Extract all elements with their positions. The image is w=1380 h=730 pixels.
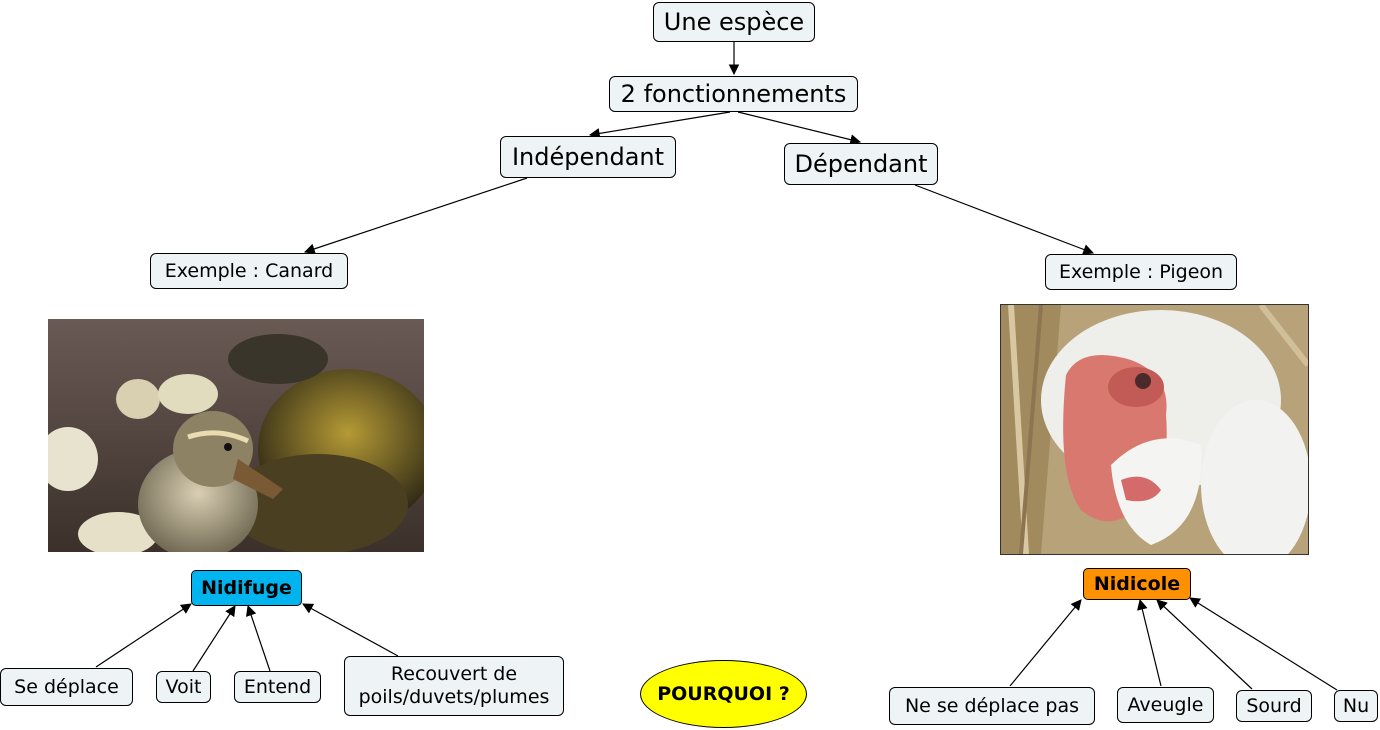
- node-une-espece[interactable]: Une espèce: [653, 2, 815, 42]
- node-label: Indépendant: [512, 143, 664, 172]
- edge-sourd-to-nidicole: [1157, 600, 1252, 689]
- edge-aveugle-to-nidicole: [1140, 600, 1161, 686]
- node-label: Se déplace: [14, 676, 119, 699]
- node-entend[interactable]: Entend: [234, 671, 321, 703]
- node-label-line2: poils/duvets/plumes: [359, 686, 550, 709]
- node-label: Nidifuge: [201, 577, 292, 600]
- node-exemple-canard[interactable]: Exemple : Canard: [150, 253, 348, 289]
- node-label: Nu: [1343, 695, 1369, 718]
- edge-independant-to-canard: [305, 178, 527, 252]
- edge-nu-to-nidicole: [1190, 598, 1337, 690]
- edge-entend-to-nidifuge: [248, 606, 270, 671]
- node-voit[interactable]: Voit: [156, 671, 211, 703]
- node-nidicole[interactable]: Nidicole: [1083, 568, 1191, 600]
- node-label: Entend: [244, 676, 311, 699]
- node-se-deplace[interactable]: Se déplace: [0, 668, 133, 706]
- node-dependant[interactable]: Dépendant: [784, 143, 938, 185]
- pourquoi-bubble[interactable]: POURQUOI ?: [640, 660, 807, 728]
- node-nidifuge[interactable]: Nidifuge: [191, 570, 302, 606]
- node-aveugle[interactable]: Aveugle: [1117, 687, 1214, 723]
- edge-voit-to-nidifuge: [193, 606, 235, 671]
- pourquoi-label: POURQUOI ?: [657, 683, 790, 705]
- pigeon-chick-photo: [1000, 304, 1309, 555]
- node-label: Exemple : Canard: [165, 260, 334, 283]
- edge-ne-se-deplace-to-nidicole: [1010, 600, 1081, 686]
- node-exemple-pigeon[interactable]: Exemple : Pigeon: [1045, 254, 1237, 290]
- edge-recouvert-to-nidifuge: [303, 604, 398, 656]
- node-label: Ne se déplace pas: [905, 695, 1079, 718]
- edge-fonctionnements-to-independant: [590, 112, 730, 135]
- edge-se-deplace-to-nidifuge: [96, 604, 191, 667]
- node-label: 2 fonctionnements: [621, 80, 847, 109]
- node-independant[interactable]: Indépendant: [500, 136, 676, 178]
- node-ne-se-deplace-pas[interactable]: Ne se déplace pas: [889, 687, 1095, 725]
- node-label: Exemple : Pigeon: [1059, 261, 1223, 284]
- ducklings-photo: [48, 319, 424, 552]
- edge-dependant-to-pigeon: [915, 185, 1093, 253]
- node-2-fonctionnements[interactable]: 2 fonctionnements: [609, 76, 858, 112]
- edge-fonctionnements-to-dependant: [738, 112, 860, 142]
- node-label-line1: Recouvert de: [391, 663, 517, 686]
- node-label: Aveugle: [1128, 694, 1204, 717]
- node-label: Nidicole: [1094, 573, 1180, 596]
- node-label: Dépendant: [794, 150, 927, 179]
- node-sourd[interactable]: Sourd: [1236, 690, 1312, 722]
- node-label: Une espèce: [664, 8, 804, 37]
- node-label: Sourd: [1246, 695, 1301, 718]
- node-nu[interactable]: Nu: [1334, 690, 1378, 722]
- node-recouvert[interactable]: Recouvert de poils/duvets/plumes: [344, 656, 564, 716]
- node-label: Voit: [166, 676, 202, 699]
